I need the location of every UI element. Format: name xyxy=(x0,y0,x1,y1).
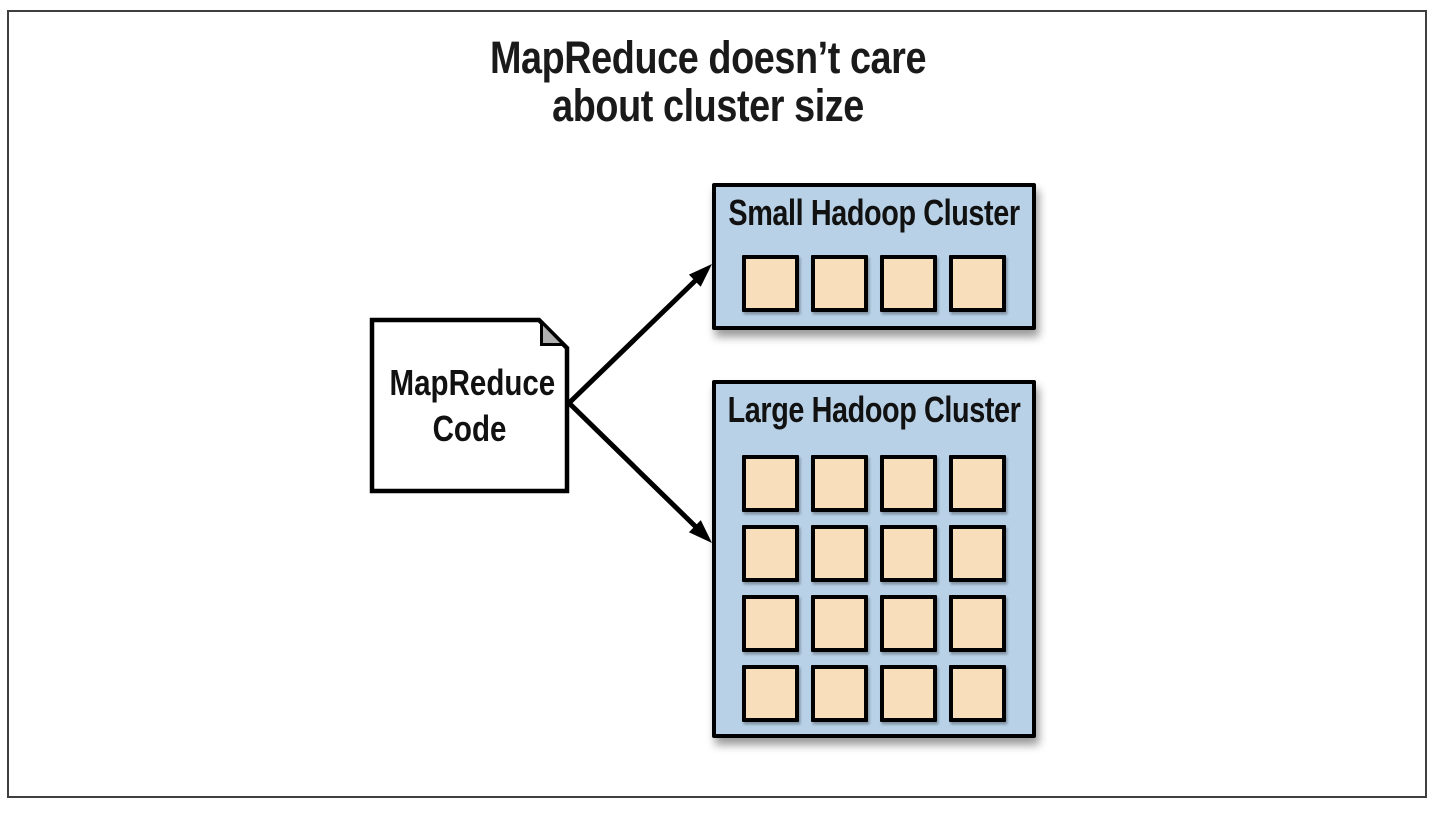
arrowhead-large-cluster-icon xyxy=(688,520,712,543)
cluster-node xyxy=(742,255,799,312)
diagram-title-line-1: MapReduce doesn’t care xyxy=(489,32,927,83)
document-label: MapReduce Code xyxy=(389,360,556,452)
cluster-node xyxy=(811,525,868,582)
arrow-to-large-cluster xyxy=(567,401,699,530)
document-icon xyxy=(369,317,570,494)
cluster-node xyxy=(742,595,799,652)
cluster-node xyxy=(742,525,799,582)
cluster-node xyxy=(742,665,799,722)
cluster-node xyxy=(880,455,937,512)
document-label-line-1: MapReduce xyxy=(389,362,556,403)
cluster-node xyxy=(880,595,937,652)
outer-frame xyxy=(7,10,1427,798)
cluster-node xyxy=(949,455,1006,512)
cluster-node xyxy=(811,665,868,722)
document-label-line-2: Code xyxy=(432,408,507,449)
cluster-node xyxy=(811,595,868,652)
large-cluster-node-grid xyxy=(742,455,1006,722)
document-fold-icon xyxy=(540,318,568,346)
arrow-to-small-cluster xyxy=(567,277,699,405)
cluster-node xyxy=(949,525,1006,582)
cluster-node xyxy=(949,595,1006,652)
cluster-node xyxy=(811,255,868,312)
cluster-node xyxy=(880,255,937,312)
large-cluster-label: Large Hadoop Cluster xyxy=(727,389,1021,430)
large-hadoop-cluster-box: Large Hadoop Cluster xyxy=(712,380,1036,738)
cluster-node xyxy=(811,455,868,512)
diagram-title: MapReduce doesn’t care about cluster siz… xyxy=(113,34,1302,130)
diagram-title-line-2: about cluster size xyxy=(552,80,864,131)
arrowhead-small-cluster-icon xyxy=(688,264,712,287)
cluster-node xyxy=(880,665,937,722)
cluster-node xyxy=(949,665,1006,722)
cluster-node xyxy=(880,525,937,582)
small-hadoop-cluster-box: Small Hadoop Cluster xyxy=(712,183,1036,330)
cluster-node xyxy=(742,455,799,512)
small-cluster-node-grid xyxy=(742,255,1006,312)
cluster-node xyxy=(949,255,1006,312)
small-cluster-label: Small Hadoop Cluster xyxy=(728,192,1020,233)
